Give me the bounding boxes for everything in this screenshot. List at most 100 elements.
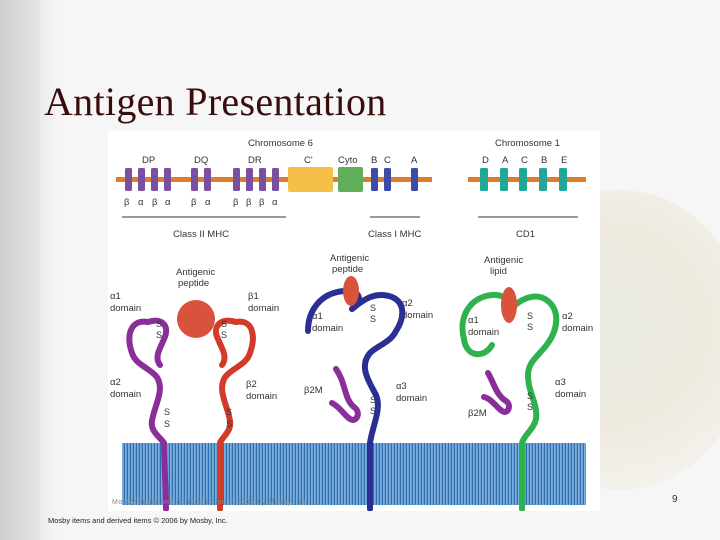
slide-left-strip [0,0,40,540]
class-i-beta2m-chain [329,366,361,423]
class-i-mhc-molecule: Antigenic peptide α1 domain α2 domain α3… [304,253,433,511]
disulfide-s: S [164,407,170,417]
gene-block [371,168,378,191]
alpha3-label: α3 [396,381,407,392]
disulfide-s: S [527,322,533,332]
disulfide-s: S [156,330,162,340]
gene-label-a: A [411,155,418,166]
gene-label-a: A [502,155,509,166]
gene-label-c: C [521,155,528,166]
disulfide-s: S [527,391,533,401]
alpha1-domain-label: domain [312,323,343,334]
class-i-antigenic-peptide [343,276,359,306]
disulfide-s: S [226,407,232,417]
alpha1-label: α1 [110,291,121,302]
antigenic-lipid-label-line1: Antigenic [484,255,523,266]
class-ii-beta-chain [217,318,256,511]
disulfide-s: S [156,319,162,329]
disulfide-s: S [370,303,376,313]
antigenic-peptide-label-line1: Antigenic [176,267,215,278]
disulfide-s: S [527,402,533,412]
class-ii-alpha-chain [126,318,169,511]
chain-label: α [165,197,171,208]
beta2-label: β2 [246,379,257,390]
gene-block [259,168,266,191]
chain-label: α [272,197,278,208]
class-ii-beta1-loop [213,317,239,368]
chromosome-6-map: Chromosome 6 DP DQ DR C' Cyto B C A β α … [116,138,432,240]
class-ii-mhc-molecule: Antigenic peptide α1 domain β1 domain α2… [110,267,279,511]
gene-label-dr: DR [248,155,262,166]
cd1-antigenic-lipid [501,287,517,323]
gene-block [246,168,253,191]
gene-label-complement: C' [304,155,313,166]
gene-block [411,168,418,191]
alpha1-domain-label: domain [468,327,499,338]
class-ii-mhc-label: Class II MHC [173,229,229,240]
gene-block [559,168,567,191]
antigenic-peptide-label-line2: peptide [332,264,363,275]
alpha2-label: α2 [110,377,121,388]
gene-block [151,168,158,191]
chain-label: α [205,197,211,208]
class-ii-antigenic-peptide [177,300,215,338]
alpha2-label: α2 [562,311,573,322]
disulfide-s: S [370,395,376,405]
disulfide-s: S [221,330,227,340]
disulfide-s: S [527,311,533,321]
alpha1-label: α1 [468,315,479,326]
cell-membrane [122,443,586,505]
cytokine-gene-block [338,167,363,192]
gene-block [272,168,279,191]
beta2m-label: β2M [468,408,487,419]
chain-label: α [138,197,144,208]
gene-label-dq: DQ [194,155,208,166]
alpha2-domain-label: domain [562,323,593,334]
slide-title: Antigen Presentation [44,79,387,124]
alpha3-label: α3 [555,377,566,388]
gene-block [480,168,488,191]
gene-label-b: B [541,155,547,166]
disulfide-s: S [221,319,227,329]
gene-label-b: B [371,155,377,166]
class-ii-alpha1-loop [145,317,170,368]
cd1-beta2m-chain [481,370,512,415]
beta1-domain-label: domain [248,303,279,314]
chain-label: β [152,197,158,208]
chain-label: β [124,197,130,208]
chain-label: β [233,197,239,208]
alpha2-domain-label: domain [402,310,433,321]
gene-label-c: C [384,155,391,166]
gene-label-dp: DP [142,155,155,166]
alpha2-domain-label: domain [110,389,141,400]
antigenic-lipid-label-line2: lipid [490,266,507,277]
gene-block [519,168,527,191]
beta1-label: β1 [248,291,259,302]
beta2m-label: β2M [304,385,323,396]
alpha2-label: α2 [402,298,413,309]
gene-block [233,168,240,191]
chain-label: β [246,197,252,208]
gene-block [500,168,508,191]
disulfide-s: S [370,406,376,416]
antigenic-peptide-label-line2: peptide [178,278,209,289]
slide-footer: Mosby items and derived items © 2006 by … [48,516,228,525]
disulfide-s: S [370,314,376,324]
gene-block [138,168,145,191]
cd1-molecule: Antigenic lipid α1 domain α2 domain α3 d… [459,255,593,511]
chromosome-1-label: Chromosome 1 [495,138,560,149]
beta2-domain-label: domain [246,391,277,402]
cd1-label: CD1 [516,229,535,240]
disulfide-s: S [164,419,170,429]
chromosome-1-map: Chromosome 1 D A C B E CD1 [468,138,586,240]
gene-label-d: D [482,155,489,166]
cd1-heavy-chain [505,293,560,511]
chain-label: β [259,197,265,208]
mhc-figure: Chromosome 6 DP DQ DR C' Cyto B C A β α … [108,131,600,511]
alpha3-domain-label: domain [555,389,586,400]
complement-gene-block [288,167,333,192]
gene-block [191,168,198,191]
alpha1-domain-label: domain [110,303,141,314]
gene-block [125,168,132,191]
figure-credit: Mosby items and derived items © 2006 by … [112,498,308,506]
